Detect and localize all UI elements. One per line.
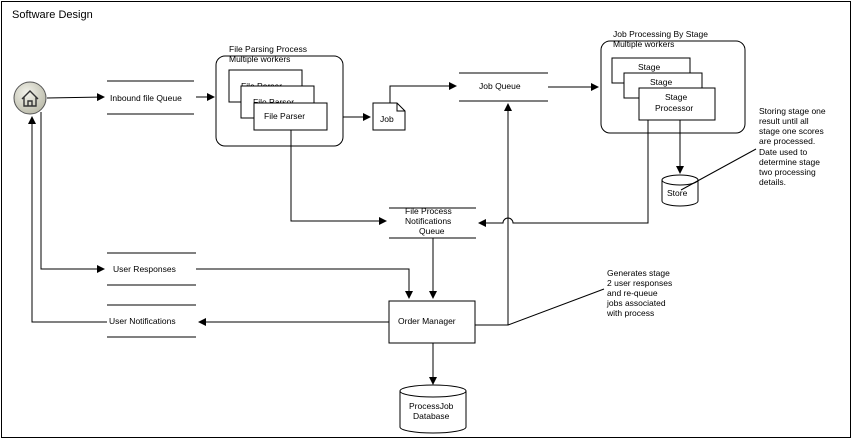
svg-text:Notifications: Notifications [405,216,451,226]
note-line: result until all [759,116,809,126]
order-manager-label: Order Manager [398,316,456,326]
job-document-label: Job [380,114,394,124]
note-line: 2 user responses [607,278,672,288]
job-queue: Job Queue [459,72,548,102]
svg-text:Stage: Stage [650,77,672,87]
note-line: two processing [759,167,816,177]
store-note: Storing stage one result until all stage… [759,106,826,187]
stage-group-title: Job Processing By Stage [613,29,708,39]
order-manager-box: Order Manager [388,300,476,344]
note-line: determine stage [759,157,820,167]
stage-group-subtitle: Multiple workers [613,39,674,49]
svg-text:File Parser: File Parser [253,97,294,107]
svg-text:Stage: Stage [665,92,687,102]
svg-text:Database: Database [413,411,450,421]
inbound-file-queue: Inbound file Queue [107,80,194,115]
note-line: stage one scores [759,126,824,136]
svg-text:Queue: Queue [419,226,445,236]
note-connector-store [680,148,757,191]
svg-text:Stage: Stage [638,62,660,72]
note-connector-order [507,288,605,326]
parsing-group-title: File Parsing Process [229,44,307,54]
connectors [28,82,757,385]
note-line: details. [759,177,786,187]
inbound-queue-label: Inbound file Queue [110,93,182,103]
user-responses-label: User Responses [113,264,176,274]
user-notifications-label: User Notifications [109,316,176,326]
store-label: Store [667,188,688,198]
note-line: Generates stage [607,268,670,278]
arrow-home-to-responses [40,112,105,273]
arrow-responses-to-order [196,268,413,299]
job-document-icon: Job [372,102,406,131]
file-parsing-group: File Parsing Process Multiple workers Fi… [215,44,344,147]
note-line: and re-queue [607,288,658,298]
stage-processing-group: Job Processing By Stage Multiple workers… [600,29,746,134]
note-line: Date used to [759,147,807,157]
file-parser-box: File Parser [253,102,328,131]
user-notifications-queue: User Notifications [107,304,196,338]
order-manager-note: Generates stage 2 user responses and re-… [606,268,672,318]
note-line: Storing stage one [759,106,826,116]
svg-text:File Parser: File Parser [264,111,305,121]
arrow-order-to-jobqueue [475,103,512,326]
user-responses-queue: User Responses [107,252,196,286]
home-icon [13,81,47,115]
note-line: with process [606,308,654,318]
svg-text:File Process: File Process [405,206,452,216]
diagram-title: Software Design [12,9,93,21]
arrow-home-to-inbound [46,93,105,102]
arrow-job-to-queue [389,82,457,103]
arrow-notifications-to-home [28,116,107,323]
svg-text:Processor: Processor [655,103,693,113]
store-cylinder: Store [661,174,699,207]
arrow-parser-to-notifications [290,130,387,225]
processjob-database: ProcessJob Database [399,384,467,434]
stage-processor-box: Stage Processor [638,87,716,121]
note-line: jobs associated [606,298,666,308]
note-line: are processed. [759,136,815,146]
job-queue-label: Job Queue [479,81,521,91]
arrow-stage-to-notifications [478,120,649,227]
svg-text:ProcessJob: ProcessJob [409,401,454,411]
notifications-queue: File Process Notifications Queue [389,206,476,239]
parsing-group-subtitle: Multiple workers [229,54,290,64]
